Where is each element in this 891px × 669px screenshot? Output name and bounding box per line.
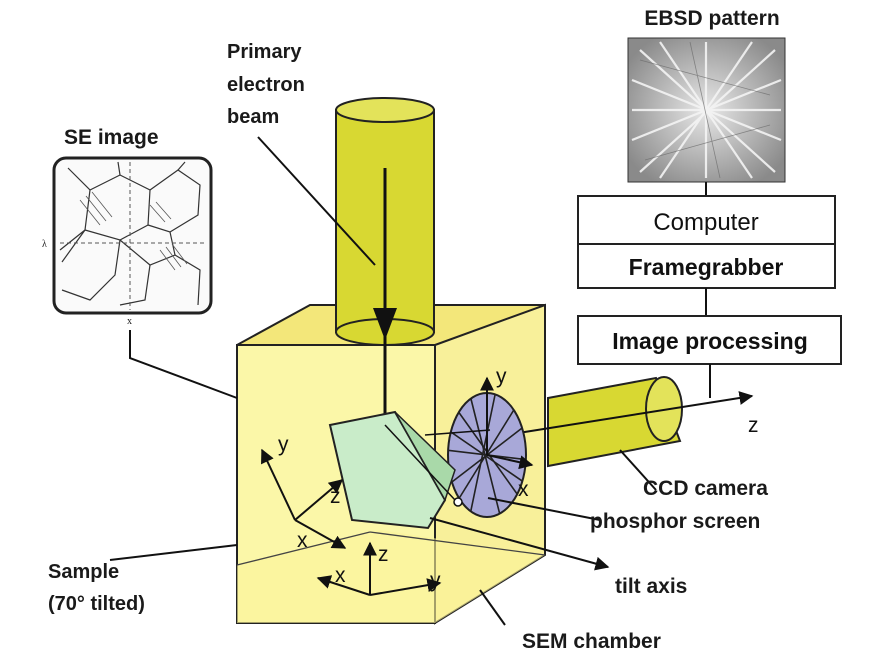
sample-y-axis-label: y	[278, 433, 289, 456]
ccd-camera-cylinder	[511, 376, 754, 468]
primary-beam-label-line3: beam	[227, 106, 279, 128]
tilt-axis-arrow	[429, 517, 610, 571]
ebsd-pattern-image	[627, 37, 786, 183]
sample-axes: y z x	[261, 433, 347, 552]
ebsd-pattern-title: EBSD pattern	[644, 7, 779, 30]
chamber-x-axis-label: x	[335, 564, 346, 587]
se-image-x-axis-label: x	[127, 316, 132, 327]
sample-x-axis-label: x	[297, 529, 308, 552]
sample-z-axis-label: z	[330, 485, 341, 508]
computer-box	[577, 195, 836, 289]
screen-y-axis-label: y	[496, 365, 507, 388]
leader-lines	[109, 136, 657, 626]
electron-beam-column	[335, 97, 435, 425]
sample-label-line2: (70° tilted)	[48, 593, 145, 615]
primary-beam-label-line1: Primary	[227, 41, 302, 63]
chamber-z-axis-label: z	[378, 543, 389, 566]
se-image-title: SE image	[64, 126, 159, 149]
camera-z-axis-label: z	[748, 414, 759, 437]
framegrabber-label: Framegrabber	[629, 254, 784, 280]
sem-chamber-label: SEM chamber	[522, 630, 661, 653]
image-processing-box	[577, 315, 842, 365]
sample-label-line1: Sample	[48, 561, 119, 583]
tilt-axis-label: tilt axis	[615, 575, 687, 598]
chamber-axes: z x y	[316, 541, 442, 596]
sample-plate	[328, 410, 491, 530]
se-image-panel: λ x	[42, 156, 213, 327]
primary-beam-label-line2: electron	[227, 74, 305, 96]
phosphor-screen-label: phosphor screen	[590, 510, 760, 533]
ccd-camera-label: CCD camera	[643, 477, 768, 500]
phosphor-screen: y x	[447, 365, 534, 518]
image-processing-label: Image processing	[612, 328, 808, 354]
chamber-y-axis-label: y	[430, 569, 441, 592]
computer-label: Computer	[653, 209, 758, 236]
se-image-connector	[129, 330, 238, 399]
screen-x-axis-label: x	[518, 478, 529, 501]
se-image-y-axis-label: λ	[42, 239, 47, 250]
